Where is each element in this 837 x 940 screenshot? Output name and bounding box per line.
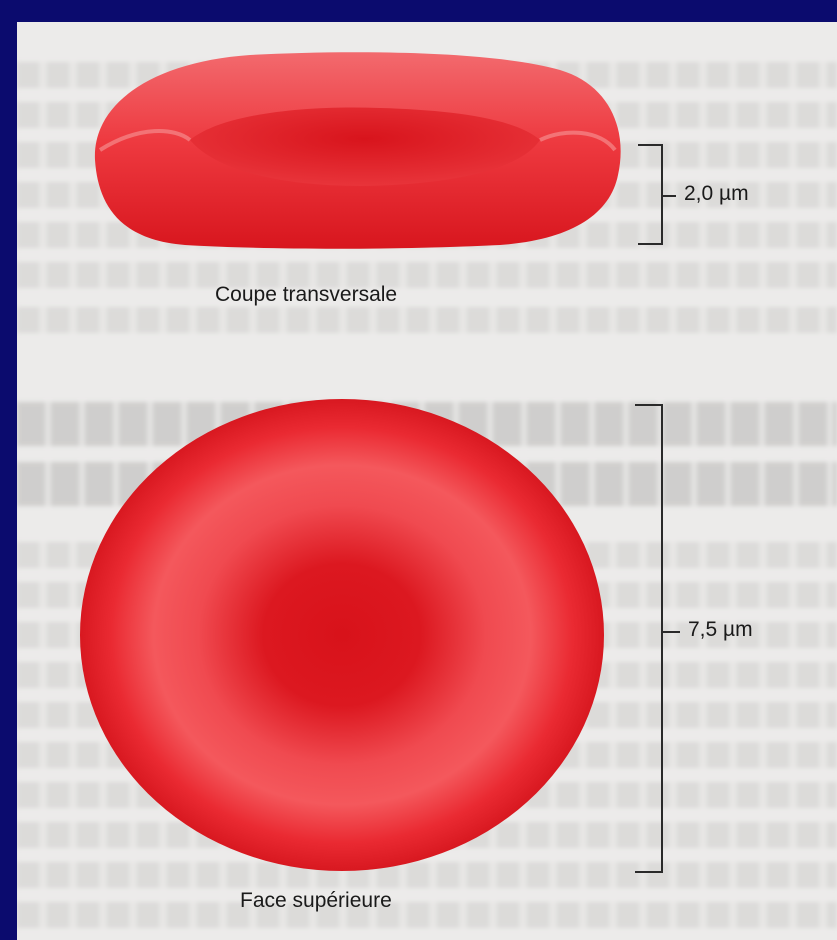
diameter-measure-label: 7,5 µm [688,618,753,642]
top-view-caption: Face supérieure [240,889,392,913]
thickness-measure-label: 2,0 µm [684,182,749,206]
top-view-cell [80,399,604,871]
thickness-bracket [638,145,676,244]
diameter-bracket [635,405,680,872]
cross-section-caption: Coupe transversale [215,283,397,307]
cross-section-cell [95,52,621,249]
